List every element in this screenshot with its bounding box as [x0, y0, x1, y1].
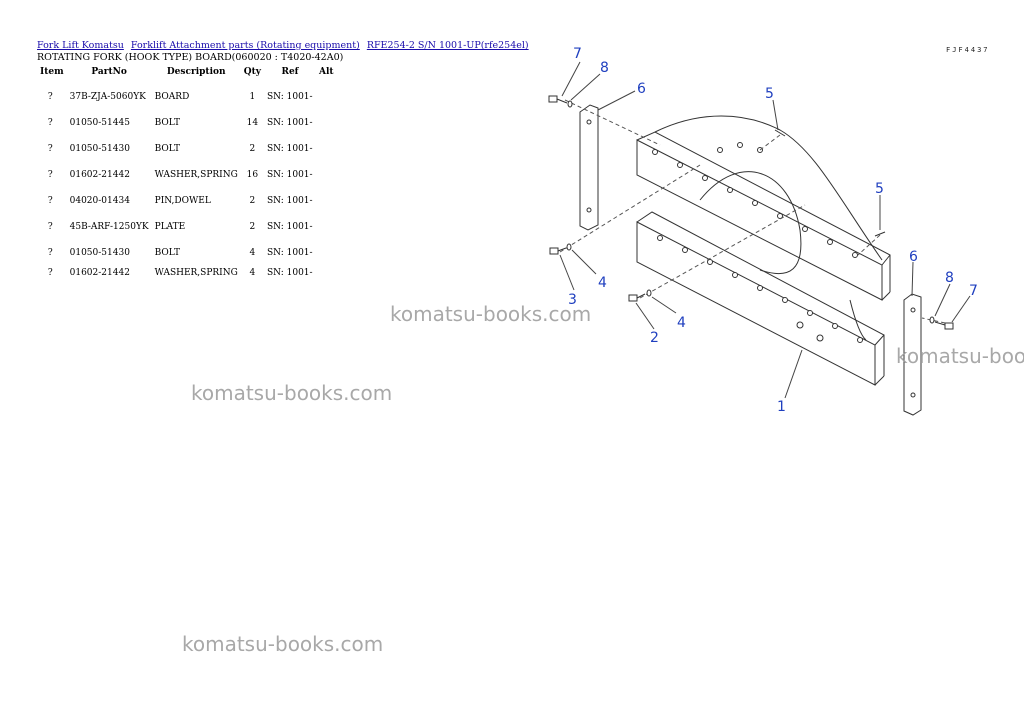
left-plate-drawing: [579, 104, 599, 231]
table-row: ? 45B-ARF-1250YK PLATE 2 SN: 1001-: [37, 214, 337, 240]
col-header-qty: Qty: [243, 67, 262, 77]
cell-qty: 2: [249, 144, 256, 154]
cell-item: ?: [47, 144, 53, 154]
cell-partno: 01050-51430: [69, 248, 130, 258]
watermark: komatsu-books.com: [191, 381, 393, 405]
cell-description: BOLT: [154, 144, 181, 154]
callout-label: 1: [777, 399, 786, 415]
cell-description: WASHER,SPRING: [154, 170, 238, 180]
watermark: komatsu-books.com: [182, 632, 384, 656]
callout-label: 8: [600, 60, 609, 76]
breadcrumb: Fork Lift Komatsu Forklift Attachment pa…: [37, 40, 533, 51]
table-row: ? 37B-ZJA-5060YK BOARD 1 SN: 1001-: [37, 84, 337, 110]
cell-item: ?: [47, 222, 53, 232]
callout-labels: 7 8 6 5 5 6 8 7 3 4 2 4 1: [568, 46, 978, 415]
col-header-partno: PartNo: [91, 67, 127, 77]
cell-partno: 01602-21442: [69, 268, 130, 278]
cell-description: BOLT: [154, 118, 181, 128]
watermark: komatsu-books.com: [390, 302, 592, 326]
callout-label: 5: [875, 181, 884, 197]
cell-qty: 1: [249, 92, 256, 102]
leader-lines: [559, 61, 971, 399]
cell-item: ?: [47, 268, 53, 278]
cell-ref: SN: 1001-: [267, 144, 313, 154]
bottom-rail-drawing: [636, 211, 885, 386]
cell-alt: [316, 162, 337, 188]
callout-label: 7: [573, 46, 582, 62]
callout-label: 3: [568, 292, 577, 308]
col-header-item: Item: [40, 67, 64, 77]
cell-item: ?: [47, 92, 53, 102]
cell-item: ?: [47, 196, 53, 206]
callout-label: 6: [909, 249, 918, 265]
cell-description: PIN,DOWEL: [154, 196, 211, 206]
col-header-alt: Alt: [319, 67, 334, 77]
table-row: ? 01050-51430 BOLT 2 SN: 1001-: [37, 136, 337, 162]
cell-item: ?: [47, 118, 53, 128]
cell-ref: SN: 1001-: [267, 268, 313, 278]
watermark: komatsu-books.com: [896, 344, 1024, 368]
cell-qty: 14: [246, 118, 259, 128]
page-subtitle: ROTATING FORK (HOOK TYPE) BOARD(060020 :…: [37, 52, 344, 63]
cell-partno: 04020-01434: [69, 196, 130, 206]
cell-alt: [316, 266, 337, 280]
cell-description: WASHER,SPRING: [154, 268, 238, 278]
cell-alt: [316, 240, 337, 266]
rail-holes: [652, 142, 863, 343]
cell-alt: [316, 136, 337, 162]
cell-ref: SN: 1001-: [267, 92, 313, 102]
cell-qty: 2: [249, 222, 256, 232]
callout-label: 4: [598, 275, 607, 291]
assembly-lines: [559, 99, 946, 324]
cell-alt: [316, 84, 337, 110]
breadcrumb-link-category[interactable]: Forklift Attachment parts (Rotating equi…: [130, 40, 360, 51]
cell-description: PLATE: [154, 222, 186, 232]
cell-description: BOLT: [154, 248, 181, 258]
drawing-code: FJF4437: [946, 46, 990, 54]
cell-partno: 37B-ZJA-5060YK: [69, 92, 146, 102]
callout-label: 2: [650, 330, 659, 346]
table-header-row: Item PartNo Description Qty Ref Alt: [37, 64, 337, 84]
table-row: ? 01602-21442 WASHER,SPRING 4 SN: 1001-: [37, 266, 337, 280]
cell-description: BOARD: [154, 92, 190, 102]
cell-partno: 45B-ARF-1250YK: [69, 222, 149, 232]
cell-alt: [316, 110, 337, 136]
cell-partno: 01050-51430: [69, 144, 130, 154]
cell-ref: SN: 1001-: [267, 248, 313, 258]
cell-item: ?: [47, 248, 53, 258]
top-rail-drawing: [636, 115, 891, 301]
breadcrumb-link-brand[interactable]: Fork Lift Komatsu: [37, 40, 124, 51]
cell-ref: SN: 1001-: [267, 222, 313, 232]
callout-label: 6: [637, 81, 646, 97]
cell-partno: 01050-51445: [69, 118, 130, 128]
cell-alt: [316, 214, 337, 240]
callout-label: 5: [765, 86, 774, 102]
col-header-ref: Ref: [281, 67, 299, 77]
cell-qty: 16: [246, 170, 259, 180]
cell-partno: 01602-21442: [69, 170, 130, 180]
cell-qty: 2: [249, 196, 256, 206]
col-header-description: Description: [166, 67, 226, 77]
exploded-parts-diagram: 7 8 6 5 5 6 8 7 3 4 2 4 1: [548, 46, 978, 416]
callout-label: 7: [969, 283, 978, 299]
cell-alt: [316, 188, 337, 214]
callout-label: 4: [677, 315, 686, 331]
cell-ref: SN: 1001-: [267, 118, 313, 128]
cell-qty: 4: [249, 268, 256, 278]
table-row: ? 01602-21442 WASHER,SPRING 16 SN: 1001-: [37, 162, 337, 188]
cell-ref: SN: 1001-: [267, 170, 313, 180]
parts-table: Item PartNo Description Qty Ref Alt ? 37…: [37, 64, 337, 280]
table-row: ? 01050-51445 BOLT 14 SN: 1001-: [37, 110, 337, 136]
table-row: ? 04020-01434 PIN,DOWEL 2 SN: 1001-: [37, 188, 337, 214]
cell-qty: 4: [249, 248, 256, 258]
cell-item: ?: [47, 170, 53, 180]
cell-ref: SN: 1001-: [267, 196, 313, 206]
callout-label: 8: [945, 270, 954, 286]
breadcrumb-link-model[interactable]: RFE254-2 S/N 1001-UP(rfe254el): [366, 40, 529, 51]
bolt-drawings: [548, 95, 954, 330]
table-row: ? 01050-51430 BOLT 4 SN: 1001-: [37, 240, 337, 266]
